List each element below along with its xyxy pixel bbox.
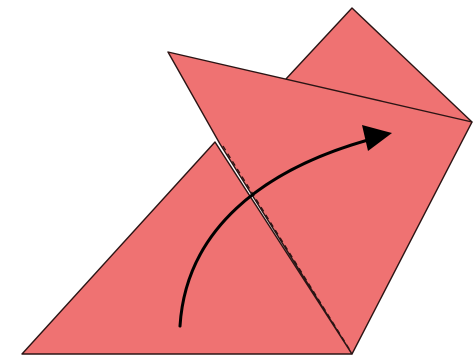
origami-fold-diagram	[0, 0, 475, 362]
